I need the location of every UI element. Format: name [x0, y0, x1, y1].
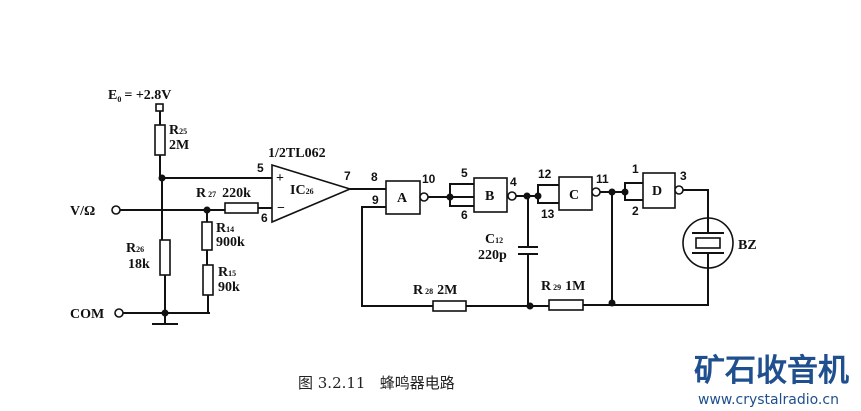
wire-gate-c-inputs	[537, 184, 559, 204]
pin-label: 1	[632, 162, 639, 176]
c12-value: 220p	[478, 248, 507, 263]
pin-label: 10	[422, 172, 436, 186]
pin-label: 5	[461, 166, 468, 180]
pin-label: 6	[261, 211, 268, 225]
c12-label: C12	[485, 232, 503, 247]
junction	[523, 192, 531, 200]
supply-label: E0= +2.8V	[108, 88, 171, 104]
r14-value: 900k	[216, 235, 245, 250]
capacitor-c12	[518, 246, 538, 255]
inverter-bubble	[674, 185, 684, 195]
pin-label: 11	[596, 172, 609, 186]
gate-label: A	[397, 191, 408, 206]
gate-label: D	[652, 184, 662, 199]
pin-label: 7	[344, 169, 351, 183]
inverter-bubble	[591, 187, 601, 197]
watermark-logo: 矿石收音机	[694, 353, 849, 389]
wire-c-out	[600, 191, 625, 305]
pin-label: 5	[257, 161, 264, 175]
pin-label: 13	[541, 207, 555, 221]
pin-label: 8	[371, 170, 378, 184]
r25-value: 2M	[169, 138, 189, 153]
opamp-name: IC26	[290, 183, 314, 198]
com-terminal-label: COM	[70, 307, 104, 322]
gate-label: B	[485, 189, 494, 204]
inverter-bubble	[507, 191, 517, 201]
opamp-type: 1/2TL062	[268, 146, 326, 161]
junction	[608, 188, 616, 196]
r15-value: 90k	[218, 280, 240, 295]
resistor-r14	[201, 221, 213, 251]
pin-label: 9	[372, 193, 379, 207]
wire-gate-d-inputs	[624, 182, 643, 201]
r15-label: R15	[218, 265, 236, 280]
gate-b	[473, 177, 508, 213]
watermark-url: www.crystalradio.cn	[698, 392, 839, 408]
gate-label: C	[569, 188, 579, 203]
resistor-r15	[202, 264, 214, 296]
inverter-bubble	[419, 192, 429, 202]
gate-d	[642, 172, 676, 209]
resistor-r26	[159, 239, 171, 276]
figure-caption: 图 3.2.11 蜂鸣器电路	[298, 374, 455, 392]
gate-c	[558, 176, 593, 211]
junction	[608, 299, 616, 307]
wire-supply	[159, 111, 272, 179]
wire-r26	[161, 178, 166, 315]
r14-label: R14	[216, 221, 234, 236]
pin-label: 2	[632, 204, 639, 218]
pin-label: 4	[510, 175, 517, 189]
wire-gate-b-inputs	[449, 183, 474, 207]
pin-label: 12	[538, 167, 552, 181]
wire-b-out	[516, 195, 540, 306]
r25-label: R25	[169, 123, 187, 138]
supply-terminal	[155, 103, 164, 112]
buzzer-label: BZ	[738, 238, 757, 253]
r26-label: R26	[126, 241, 144, 256]
junction	[526, 302, 534, 310]
r26-value: 18k	[128, 257, 150, 272]
wire-divider	[206, 210, 209, 313]
com-terminal	[114, 308, 124, 318]
pin-label: 6	[461, 208, 468, 222]
opamp-ic26	[271, 163, 353, 224]
opamp-plus: +	[276, 171, 284, 186]
resistor-r28	[432, 300, 467, 312]
input-terminal	[111, 205, 121, 215]
resistor-r29	[548, 299, 584, 311]
resistor-r25	[154, 124, 166, 156]
input-terminal-label: V/Ω	[70, 204, 95, 219]
buzzer-bz	[682, 217, 734, 269]
junction	[161, 309, 169, 317]
pin-label: 3	[680, 169, 687, 183]
opamp-minus: −	[277, 201, 285, 216]
resistor-r27	[224, 202, 259, 214]
